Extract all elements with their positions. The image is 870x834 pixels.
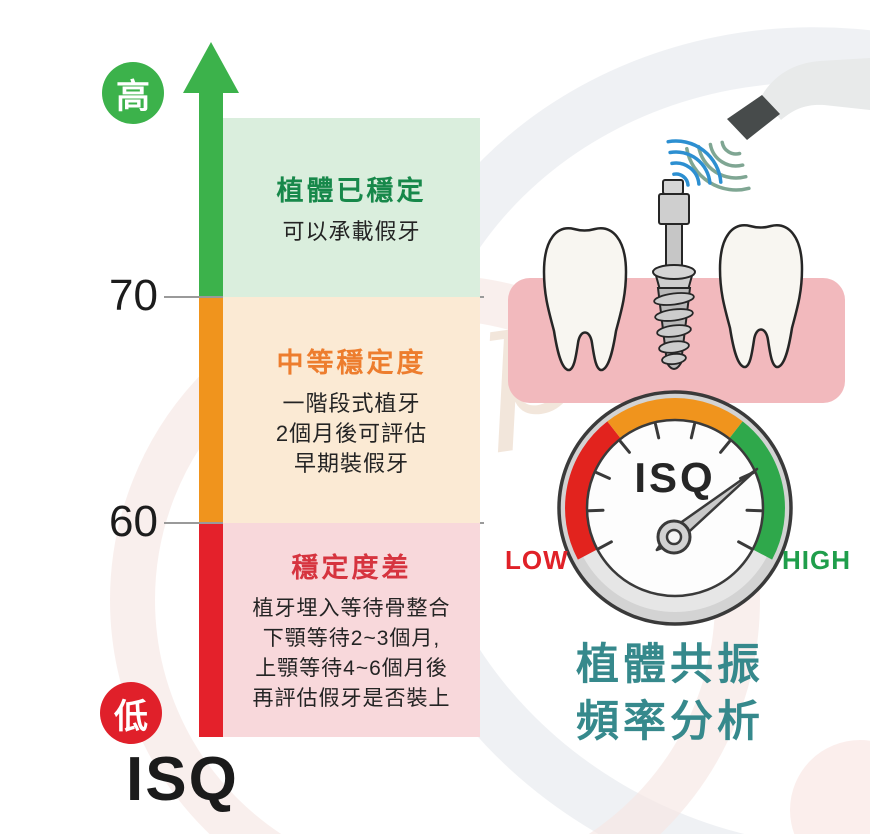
zone-poor-box: 穩定度差 植牙埋入等待骨整合 下顎等待2~3個月, 上顎等待4~6個月後 再評估… [223,523,480,737]
zone-medium-title: 中等穩定度 [276,348,427,378]
caption-line2: 頻率分析 [576,698,764,746]
gauge: ISQ [557,390,793,626]
caption-line1: 植體共振 [576,641,764,689]
implant-illustration [508,58,870,403]
gauge-low-label: LOW [505,545,569,575]
zone-poor-line: 再評估假牙是否裝上 [252,687,451,710]
watermark-blob [790,740,870,834]
tick-label-60: 60 [109,497,158,546]
zone-stable-box: 植體已穩定 可以承載假牙 [223,118,480,297]
zone-poor-line: 下顎等待2~3個月, [262,627,441,650]
high-badge: 高 [102,62,164,124]
gauge-face [585,418,765,598]
gauge-hub-center [665,528,683,546]
zone-medium-line: 早期裝假牙 [293,451,409,476]
gauge-high-label: HIGH [782,545,851,575]
high-badge-label: 高 [116,77,150,116]
gauge-center-label: ISQ [634,454,715,501]
probe-icon [727,58,870,140]
sound-waves-blue-icon [666,139,723,187]
zone-stable-line: 可以承載假牙 [282,218,421,244]
zone-medium-line: 一階段式植牙 [282,391,421,416]
scale-bar-orange [199,297,223,523]
zone-poor-title: 穩定度差 [291,553,412,583]
scale-bar-green [199,88,223,297]
zone-poor-line: 上顎等待4~6個月後 [255,657,448,680]
low-badge: 低 [100,682,162,744]
zone-poor-line: 植牙埋入等待骨整合 [252,597,451,620]
scale-bar-red [199,523,223,737]
zone-medium-box: 中等穩定度 一階段式植牙 2個月後可評估 早期裝假牙 [223,297,480,523]
gauge-arc-red [565,421,622,560]
tick-label-70: 70 [109,271,158,320]
up-arrow-icon [183,42,239,93]
caption: 植體共振 頻率分析 [540,637,800,751]
low-badge-label: 低 [114,697,148,736]
axis-label-isq: ISQ [126,745,239,814]
zone-medium-line: 2個月後可評估 [275,421,428,446]
zone-stable-title: 植體已穩定 [276,175,427,206]
